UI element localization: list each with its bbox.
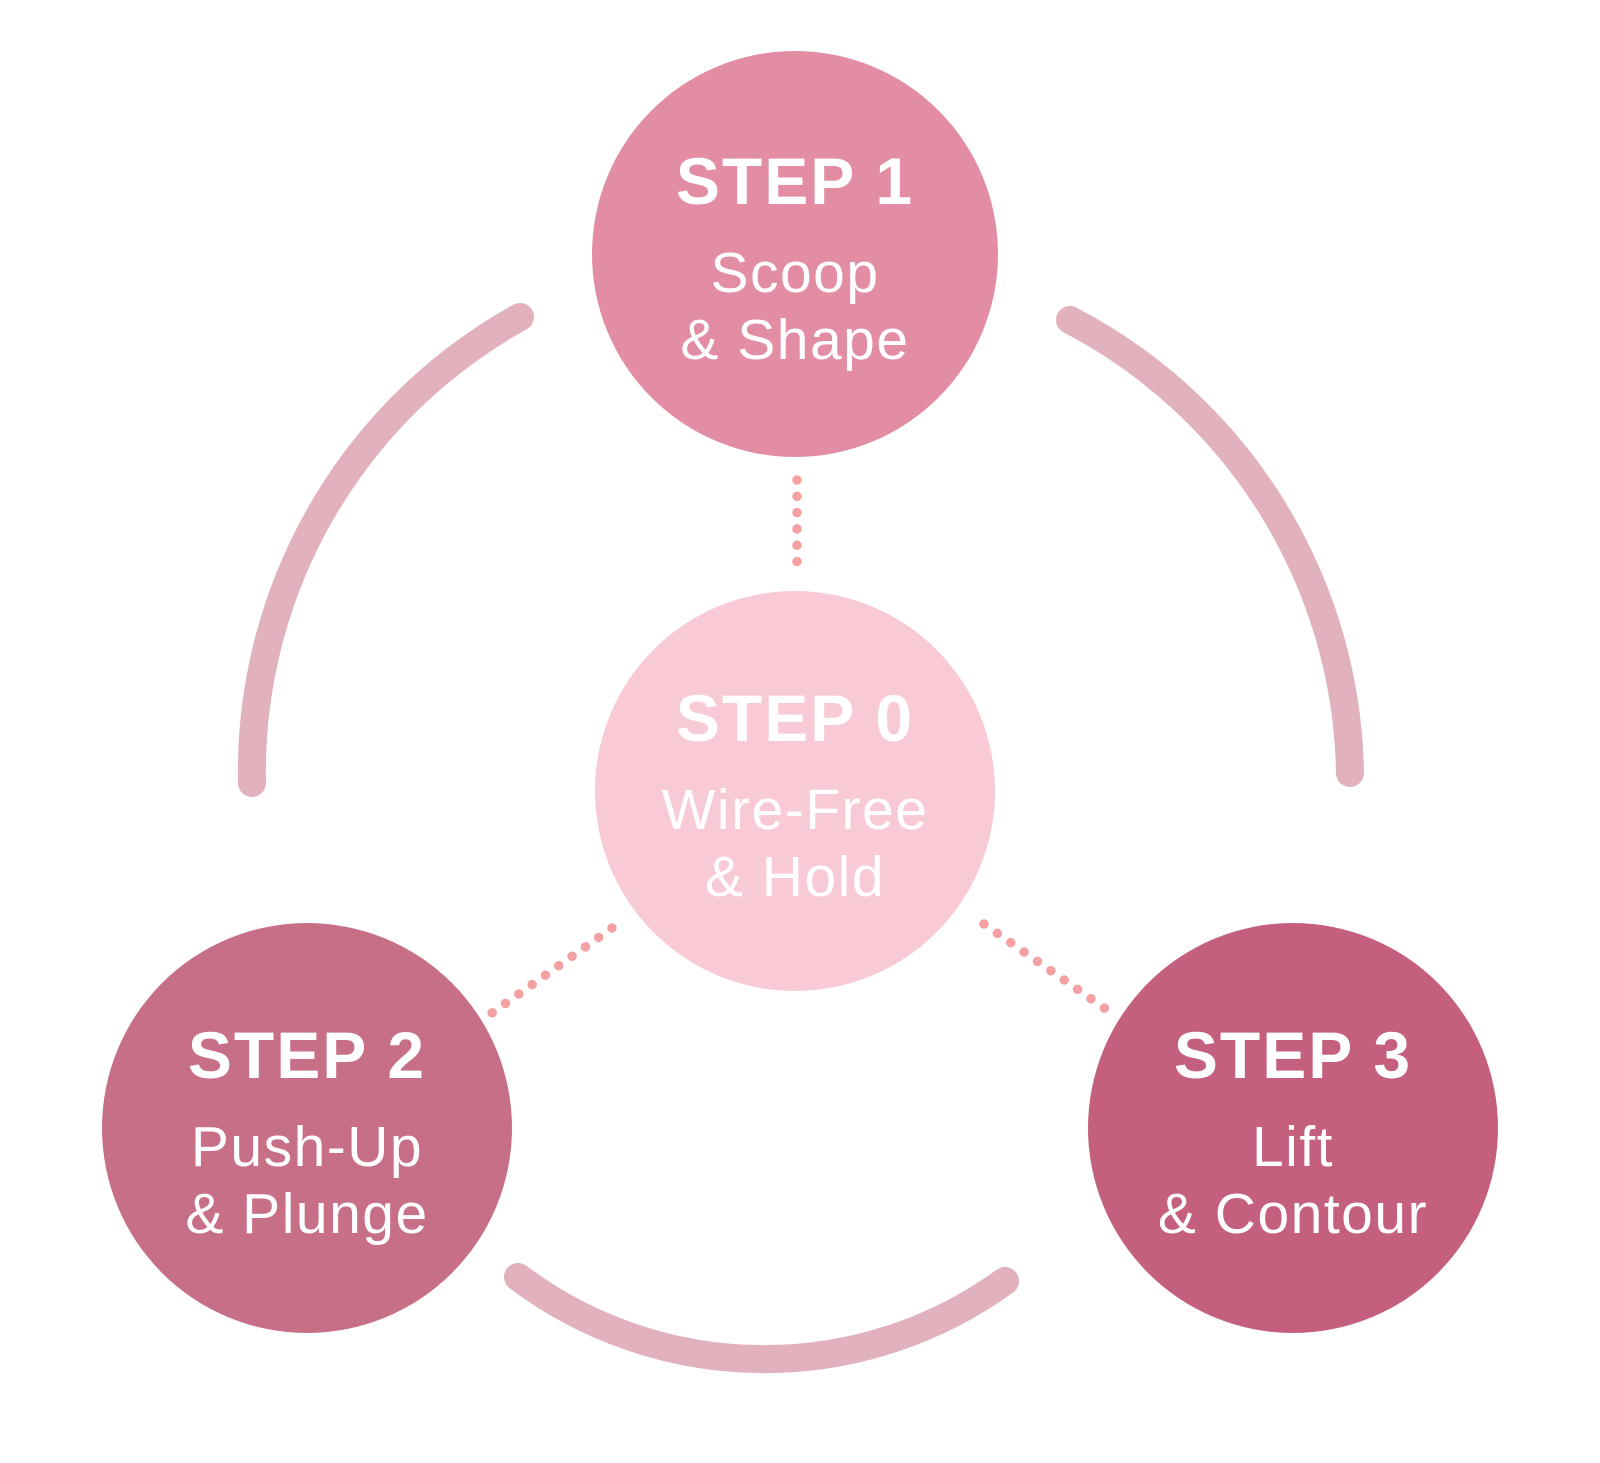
step-3-subtitle-line1: Lift: [1251, 1114, 1335, 1179]
dotted-connector-bottom-left: [487, 923, 617, 1018]
step-1-title: STEP 1: [675, 143, 915, 218]
step-0-subtitle-line1: Wire-Free: [661, 777, 929, 842]
step-2-subtitle: Push-Up & Plunge: [185, 1114, 428, 1249]
dotted-connector-bottom-right: [979, 919, 1115, 1017]
step-2-subtitle-line2: & Plunge: [185, 1182, 429, 1246]
step-0-circle: STEP 0 Wire-Free & Hold: [595, 591, 995, 991]
ring-arc-bottom: [504, 1263, 1019, 1374]
step-0-subtitle: Wire-Free & Hold: [662, 777, 929, 912]
ring-arc-upper-left: [237, 303, 534, 797]
step-2-circle: STEP 2 Push-Up & Plunge: [102, 923, 512, 1333]
step-3-title: STEP 3: [1173, 1017, 1413, 1092]
step-2-subtitle-line1: Push-Up: [190, 1114, 424, 1179]
step-1-subtitle: Scoop & Shape: [680, 240, 909, 375]
step-3-subtitle: Lift & Contour: [1158, 1114, 1428, 1249]
step-1-circle: STEP 1 Scoop & Shape: [592, 51, 998, 457]
step-1-subtitle-line2: & Shape: [680, 308, 910, 372]
step-0-title: STEP 0: [675, 680, 915, 755]
step-3-subtitle-line2: & Contour: [1157, 1182, 1429, 1246]
step-2-title: STEP 2: [187, 1017, 427, 1092]
ring-arc-upper-right: [1056, 306, 1364, 787]
step-1-subtitle-line1: Scoop: [710, 240, 880, 305]
step-3-circle: STEP 3 Lift & Contour: [1088, 923, 1498, 1333]
step-0-subtitle-line2: & Hold: [704, 845, 886, 909]
